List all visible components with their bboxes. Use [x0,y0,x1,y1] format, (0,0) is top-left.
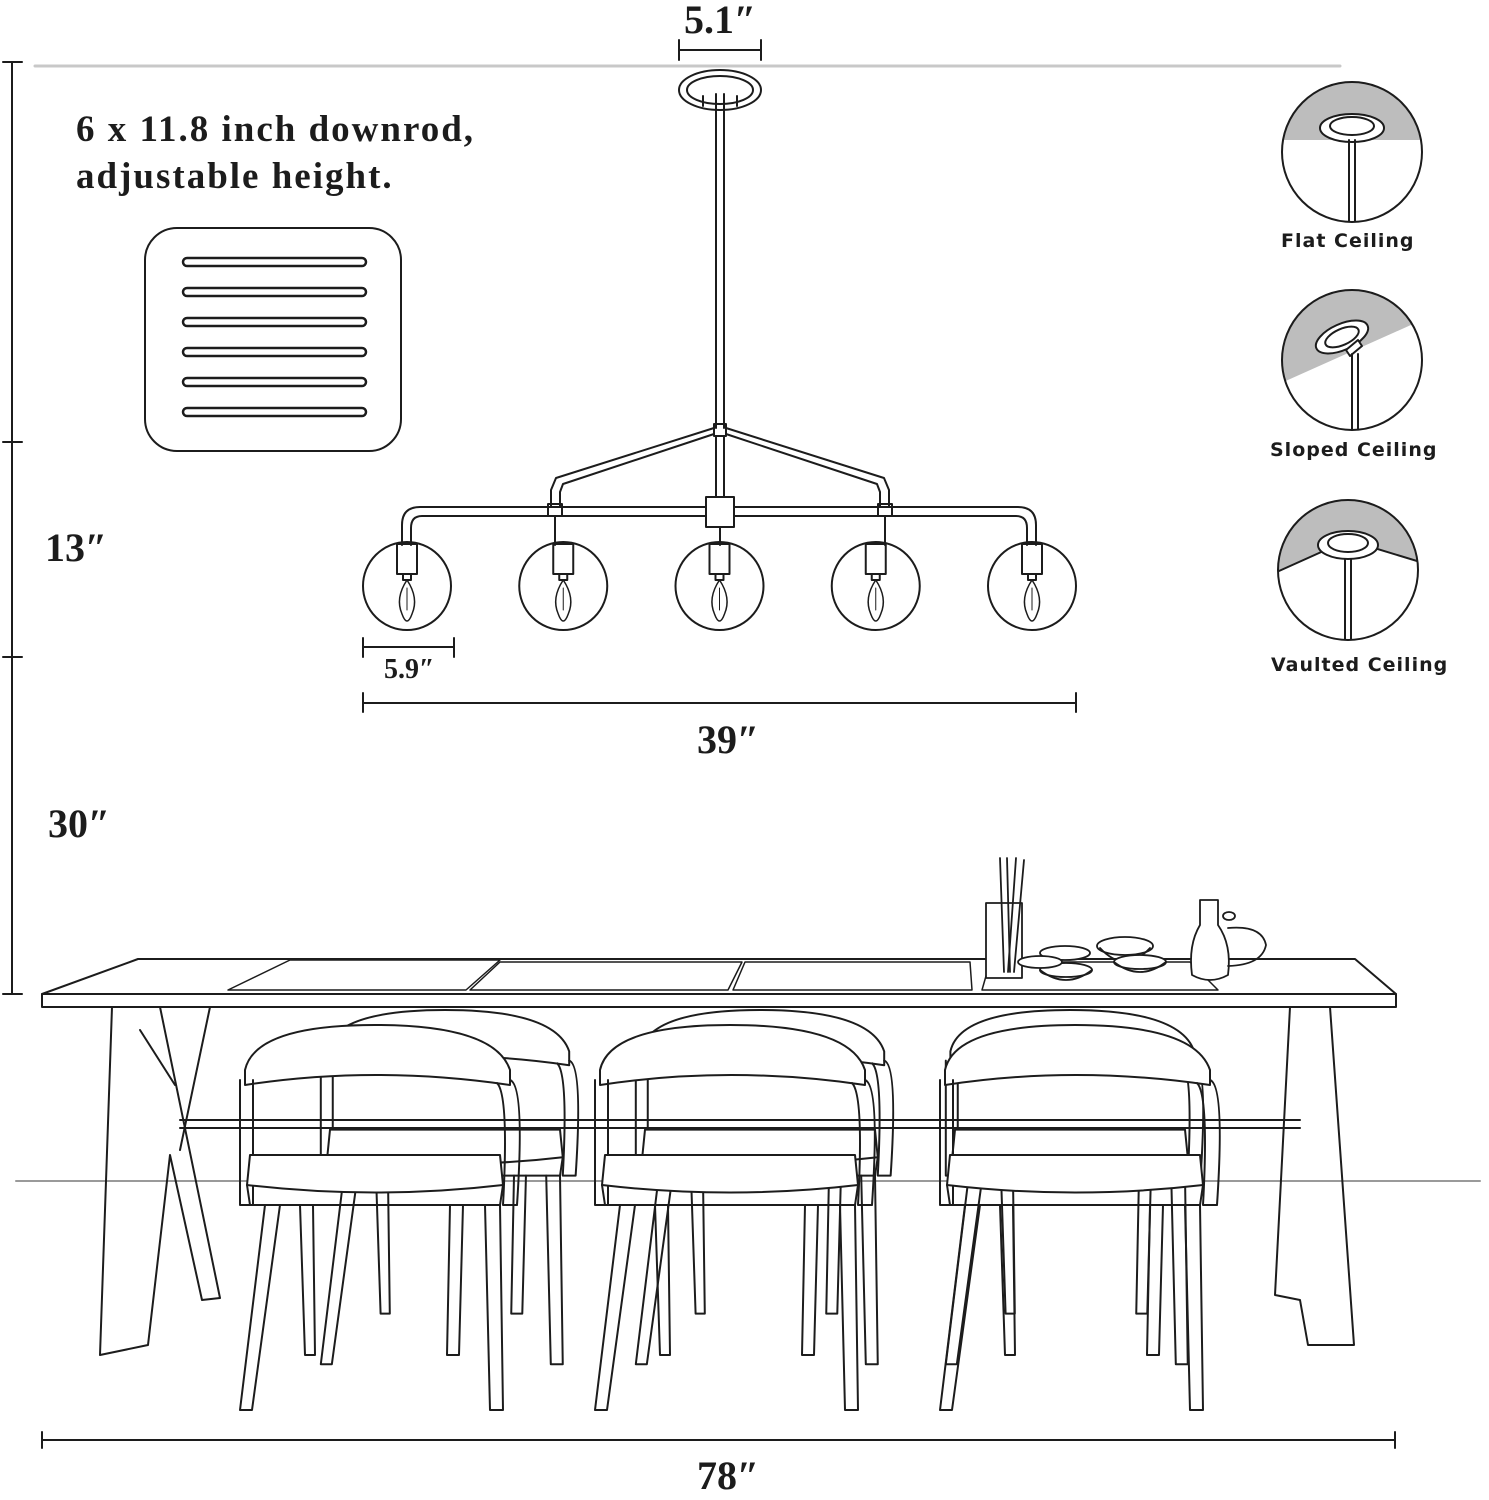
globe-3 [674,541,765,631]
chair-6 [939,1024,1221,1411]
globe-1 [362,541,452,631]
fixture-width-dimension [362,692,1077,713]
table-width-label: 78″ [697,1453,760,1498]
table-width-dimension [41,1431,1396,1449]
downrod-rod-1 [181,256,368,268]
globe-5 [987,541,1077,631]
height-dimension-ruler [2,61,23,995]
chair-group [239,1009,1221,1411]
globe-2 [518,541,609,631]
downrod-rod-3 [181,316,368,328]
downrod-box [144,227,402,452]
chair-4 [239,1024,521,1411]
vaulted-ceiling-icon [1277,499,1419,641]
fixture-downrod [713,93,727,437]
fixture-arms [401,427,1037,546]
canopy-width-dimension [678,39,762,61]
globe-width-dimension [362,637,455,658]
table-leg-left [99,1006,221,1356]
downrod-rod-5 [181,376,368,388]
clearance-height-label: 30″ [48,801,111,846]
globe-group [362,541,1077,631]
downrod-note: 6 x 11.8 inch downrod, adjustable height… [76,106,475,200]
flat-ceiling-icon [1281,81,1423,223]
fixture-height-label: 13″ [45,525,108,570]
canopy-width-label: 5.1″ [684,0,757,42]
tableware [985,857,1267,981]
downrod-rods [181,256,368,418]
downrod-rod-6 [181,406,368,418]
canopy [678,69,762,111]
sloped-ceiling-icon [1281,289,1423,431]
globe-diameter-label: 5.9″ [384,654,435,685]
sloped-ceiling-label: Sloped Ceiling [1270,439,1438,461]
flat-ceiling-label: Flat Ceiling [1281,230,1415,252]
downrod-note-line1: 6 x 11.8 inch downrod, [76,109,476,150]
vaulted-ceiling-label: Vaulted Ceiling [1271,654,1449,676]
table-leg-right [1274,1006,1355,1346]
downrod-rod-4 [181,346,368,358]
downrod-note-line2: adjustable height. [76,156,394,197]
downrod-rod-2 [181,286,368,298]
globe-4 [830,541,921,631]
chair-5 [594,1024,876,1411]
fixture-width-label: 39″ [697,717,760,762]
